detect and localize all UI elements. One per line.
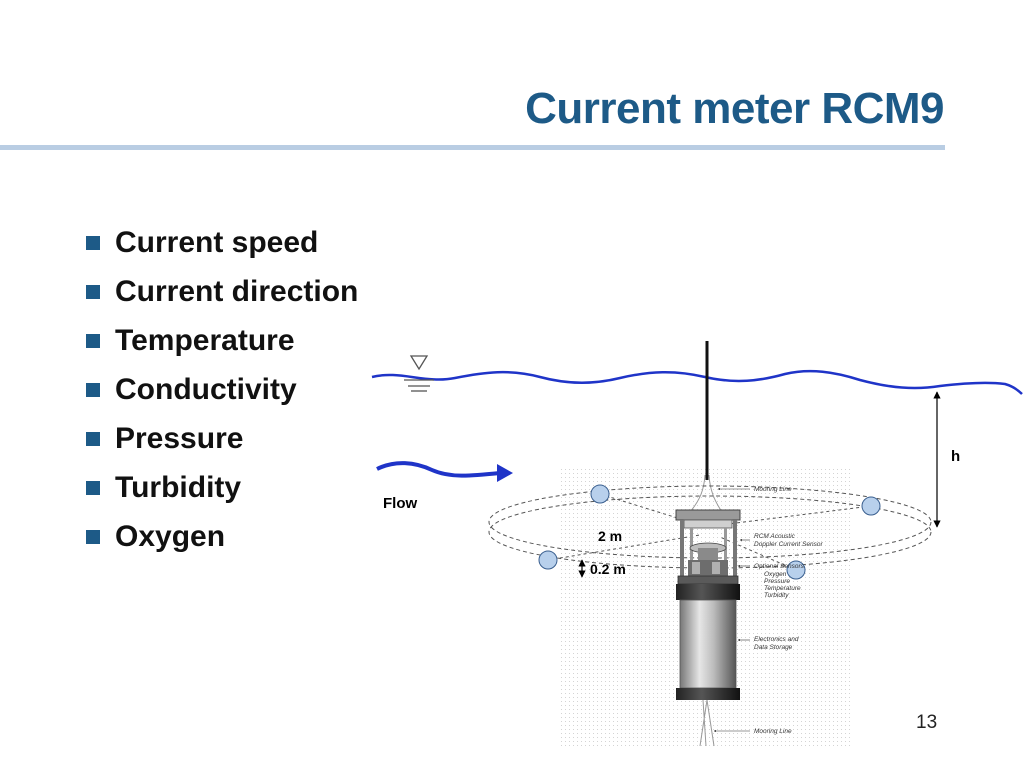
water-level-icon <box>404 355 434 392</box>
instrument-callouts: Mooring Line RCM Acoustic Doppler Curren… <box>713 486 823 735</box>
bullet-text: Conductivity <box>115 372 297 406</box>
flow-label: Flow <box>383 495 417 512</box>
bullet-item: Conductivity <box>86 365 358 414</box>
bullet-item: Turbidity <box>86 463 358 512</box>
buoy-marker <box>590 484 610 504</box>
bullet-item: Oxygen <box>86 512 358 561</box>
water-surface-line <box>371 369 1023 395</box>
beam-ring-lower <box>488 495 932 569</box>
bullet-text: Turbidity <box>115 470 242 504</box>
callout-doppler-sensor: Doppler Current Sensor <box>754 541 823 548</box>
bullet-text: Pressure <box>115 421 244 455</box>
rcm9-instrument <box>675 509 741 700</box>
beam-ring-upper <box>488 485 932 559</box>
height-label: h <box>951 448 960 465</box>
callout-optional-sensors: Oxygen <box>764 571 787 578</box>
flow-arrow-icon <box>376 461 513 482</box>
bullet-square-icon <box>86 529 100 544</box>
bullet-text: Current speed <box>115 225 319 259</box>
page-number: 13 <box>916 712 938 733</box>
callout-mooring-line-top: Mooring Line <box>754 486 792 493</box>
callout-doppler-sensor: RCM Acoustic <box>754 533 796 540</box>
bullet-square-icon <box>86 333 100 348</box>
mooring-line-strands <box>689 474 723 747</box>
bullet-text: Oxygen <box>115 519 226 553</box>
callout-optional-sensors: Pressure <box>764 578 790 585</box>
bullet-item: Pressure <box>86 414 358 463</box>
bullet-text: Current direction <box>115 274 359 308</box>
gap-distance-label: 0.2 m <box>590 561 626 577</box>
bullet-item: Current direction <box>86 267 358 316</box>
bullet-item: Temperature <box>86 316 358 365</box>
callout-electronics: Data Storage <box>754 644 793 651</box>
title-underline <box>0 145 945 150</box>
callout-optional-sensors: Temperature <box>764 585 801 592</box>
bullet-square-icon <box>86 235 100 250</box>
bullet-square-icon <box>86 284 100 299</box>
slide-title: Current meter RCM9 <box>525 84 944 133</box>
ring-distance-label: 2 m <box>598 528 622 544</box>
callout-mooring-line-bottom: Mooring Line <box>754 728 792 735</box>
callout-optional-sensors: Turbidity <box>764 592 789 599</box>
bullet-square-icon <box>86 382 100 397</box>
bullet-text: Temperature <box>115 323 295 357</box>
callout-electronics: Electronics and <box>754 636 799 643</box>
bullet-list: Current speed Current direction Temperat… <box>86 218 358 561</box>
bullet-item: Current speed <box>86 218 358 267</box>
bullet-square-icon <box>86 480 100 495</box>
buoy-marker <box>861 496 881 516</box>
buoy-marker <box>786 560 806 580</box>
callout-optional-sensors: Optional Sensors <box>754 563 805 570</box>
buoy-marker <box>538 550 558 570</box>
bullet-square-icon <box>86 431 100 446</box>
